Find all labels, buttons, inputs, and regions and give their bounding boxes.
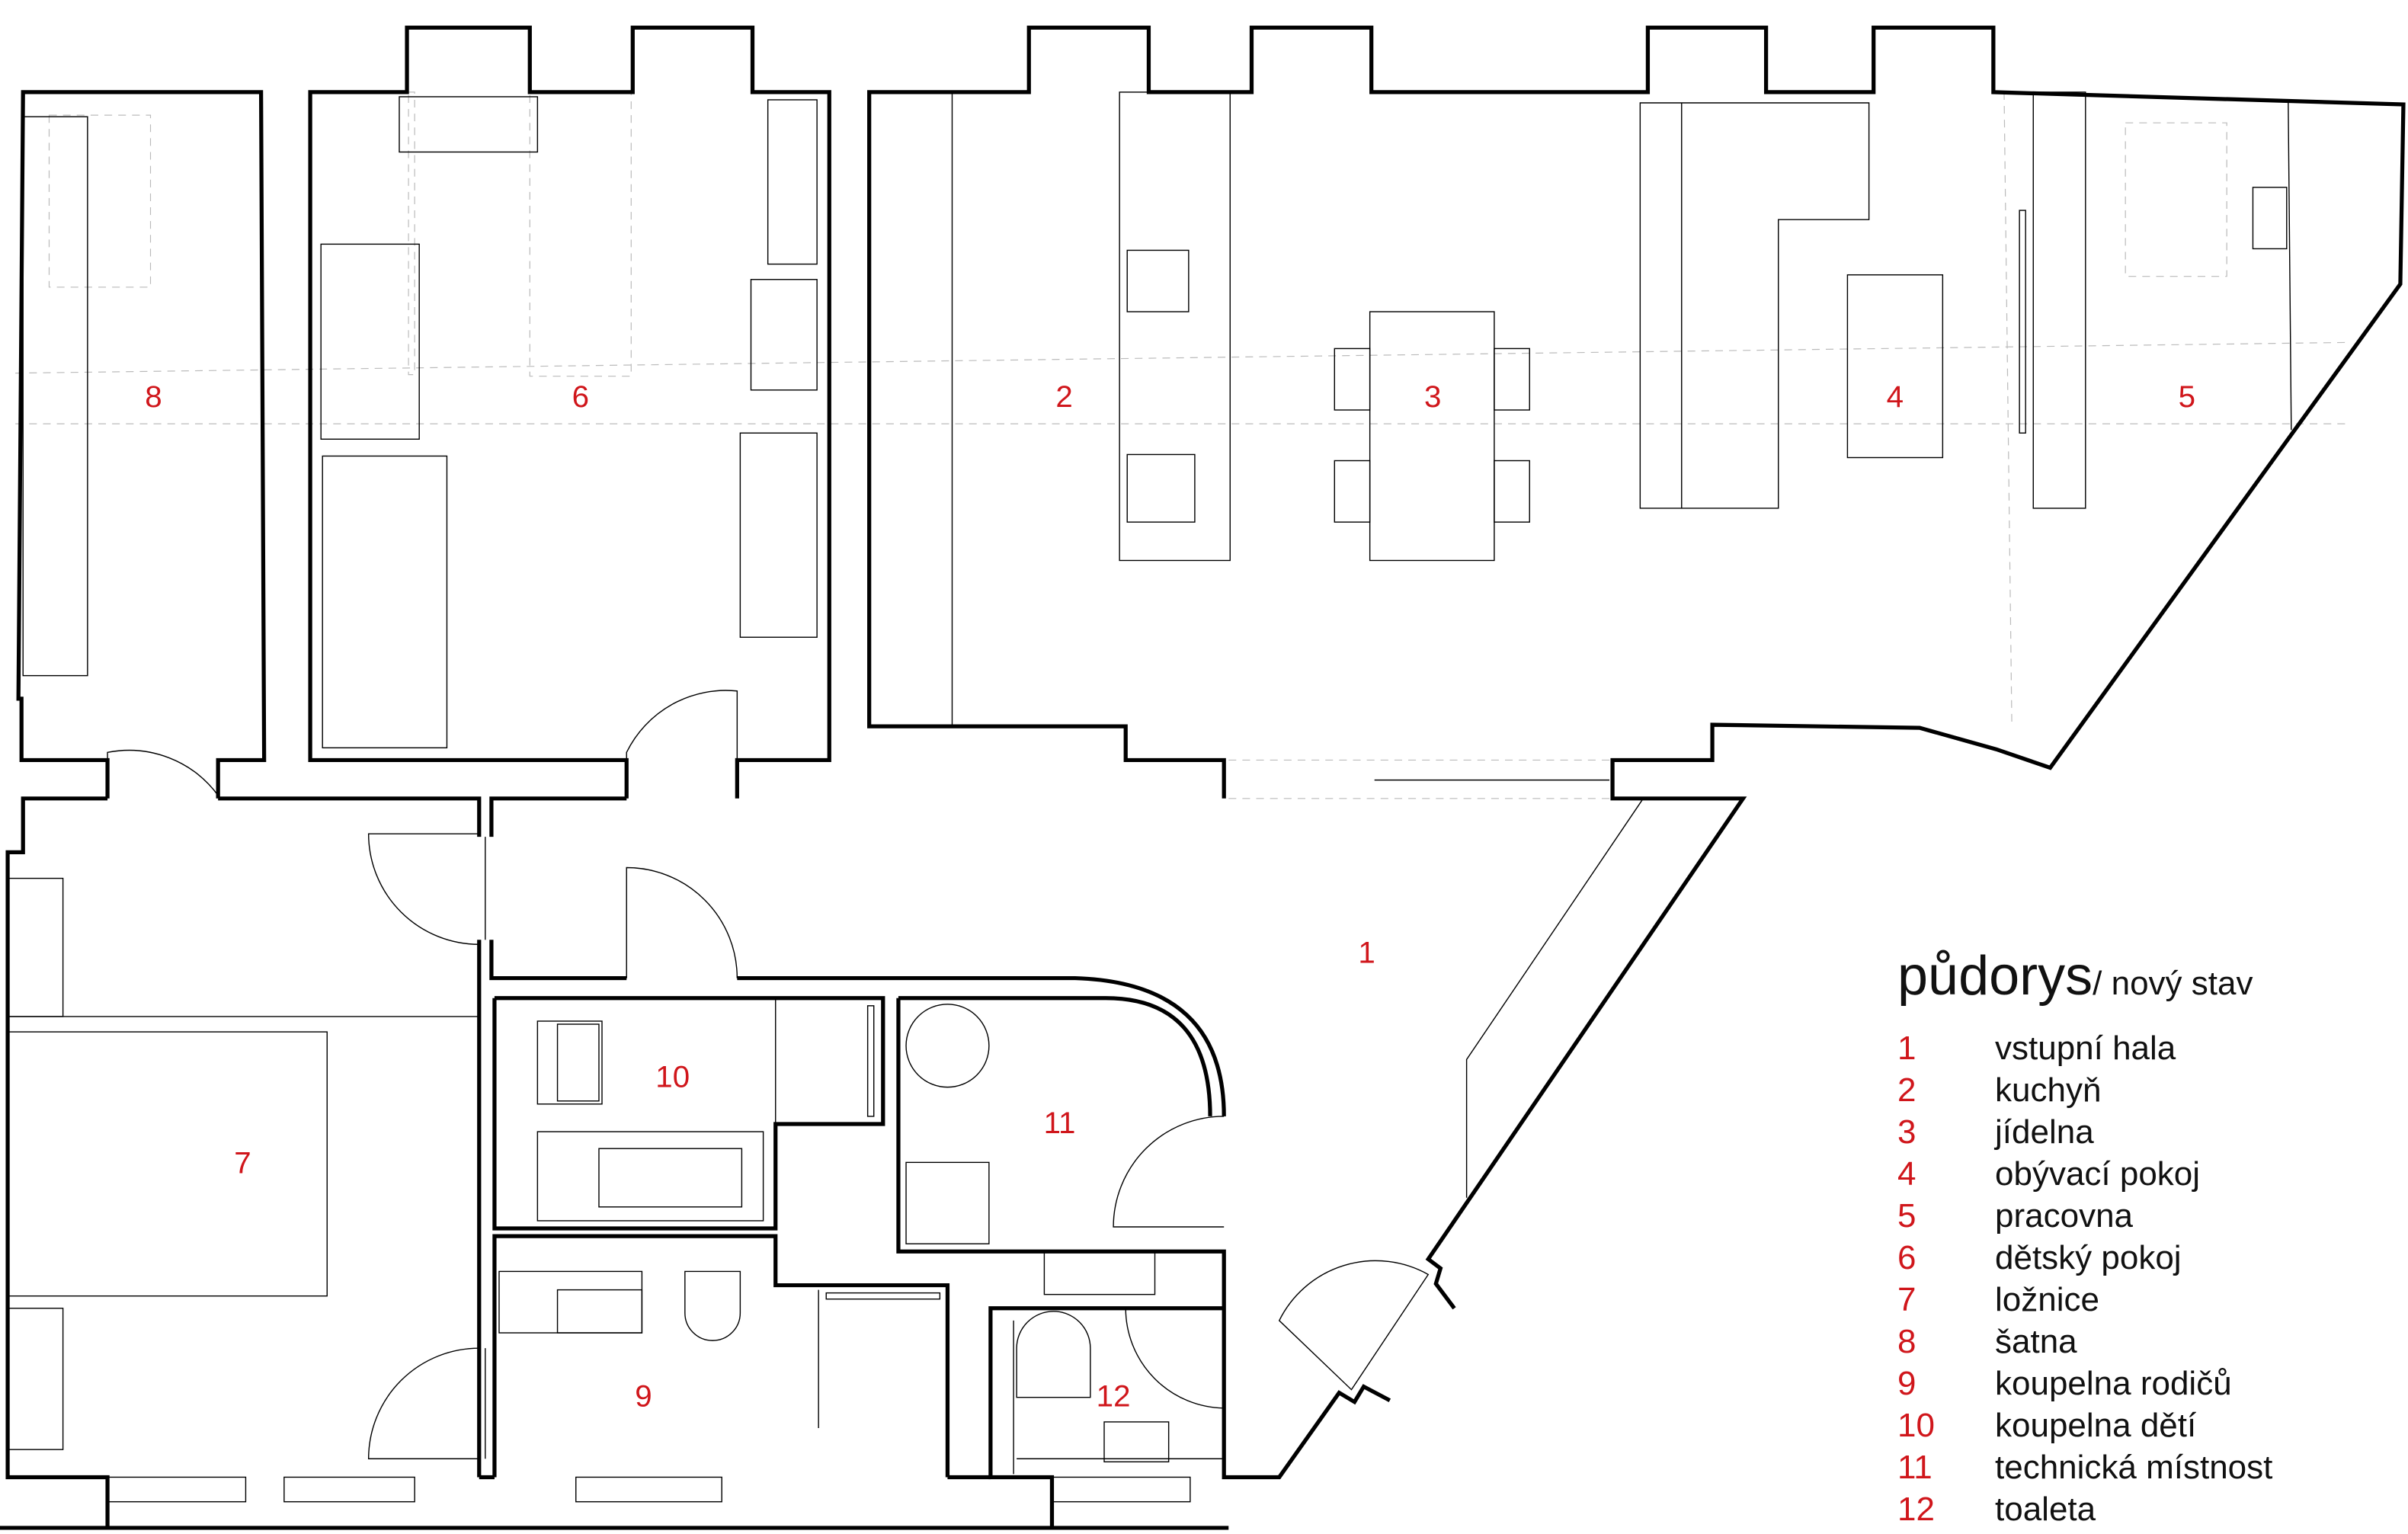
legend-item: 12 toaleta	[1897, 1488, 2272, 1530]
furniture	[7, 91, 2292, 1475]
legend-item-number: 6	[1897, 1239, 1916, 1276]
ceiling-dashed-lines	[15, 91, 2350, 799]
legend-item: 6 dětský pokoj	[1897, 1237, 2272, 1279]
legend-item-name: kuchyň	[1995, 1071, 2102, 1109]
legend-item-name: šatna	[1995, 1323, 2077, 1360]
legend-item-name: jídelna	[1995, 1113, 2094, 1151]
legend-item: 3 jídelna	[1897, 1111, 2272, 1153]
legend-item: 2 kuchyň	[1897, 1069, 2272, 1111]
room-label-1: 1	[1358, 935, 1375, 969]
legend-item: 8 šatna	[1897, 1321, 2272, 1363]
windows	[107, 1476, 1191, 1503]
legend-title-main: půdorys	[1897, 946, 2093, 1007]
living-walls	[867, 25, 2406, 1310]
room-label-12: 12	[1097, 1379, 1131, 1414]
legend-item: 1 vstupní hala	[1897, 1027, 2272, 1069]
legend-item-name: toaleta	[1995, 1491, 2096, 1528]
legend-item-name: koupelna rodičů	[1995, 1365, 2232, 1402]
legend-item-number: 7	[1897, 1281, 1916, 1318]
legend-item-name: koupelna dětí	[1995, 1407, 2197, 1444]
legend-item-name: obývací pokoj	[1995, 1155, 2201, 1193]
room-8-walls	[16, 90, 267, 799]
legend-item: 11 technická místnost	[1897, 1446, 2272, 1488]
legend-item-number: 5	[1897, 1197, 1916, 1235]
room-label-4: 4	[1887, 379, 1904, 414]
legend-subtitle: / nový stav	[2093, 965, 2253, 1002]
legend-item-number: 2	[1897, 1071, 1916, 1109]
room-6-walls	[308, 25, 831, 799]
lower-walls	[0, 796, 1391, 1530]
room-label-3: 3	[1424, 379, 1441, 414]
legend-item-name: technická místnost	[1995, 1449, 2273, 1486]
walls	[0, 25, 2406, 1530]
room-labels: 1 2 3 4 5 6 7 8 9 10 11 12	[145, 379, 2195, 1414]
legend-item: 4 obývací pokoj	[1897, 1153, 2272, 1195]
legend-item-number: 11	[1897, 1449, 1932, 1486]
room-label-11: 11	[1044, 1106, 1076, 1140]
room-label-9: 9	[635, 1379, 652, 1414]
doors	[107, 690, 1610, 1459]
legend-item-number: 1	[1897, 1030, 1916, 1067]
legend-item-name: vstupní hala	[1995, 1030, 2176, 1067]
legend-item-name: ložnice	[1995, 1281, 2099, 1318]
legend-item-name: pracovna	[1995, 1197, 2134, 1235]
legend-item: 10 koupelna dětí	[1897, 1404, 2272, 1446]
room-label-10: 10	[655, 1060, 690, 1094]
legend-item-number: 8	[1897, 1323, 1916, 1360]
room-label-5: 5	[2179, 379, 2195, 414]
room-label-6: 6	[572, 379, 589, 414]
legend-item-number: 9	[1897, 1365, 1916, 1402]
legend-item-name: dětský pokoj	[1995, 1239, 2182, 1276]
legend-item: 5 pracovna	[1897, 1195, 2272, 1237]
legend-item-number: 3	[1897, 1113, 1916, 1151]
legend-item-number: 4	[1897, 1155, 1916, 1193]
room-label-8: 8	[145, 379, 162, 414]
room-label-7: 7	[234, 1145, 251, 1180]
legend-item: 7 ložnice	[1897, 1279, 2272, 1321]
legend-item: 9 koupelna rodičů	[1897, 1363, 2272, 1404]
legend-item-number: 12	[1897, 1491, 1935, 1528]
legend-item-number: 10	[1897, 1407, 1935, 1444]
legend-title: půdorys/ nový stav	[1897, 945, 2272, 1007]
room-label-2: 2	[1055, 379, 1072, 414]
